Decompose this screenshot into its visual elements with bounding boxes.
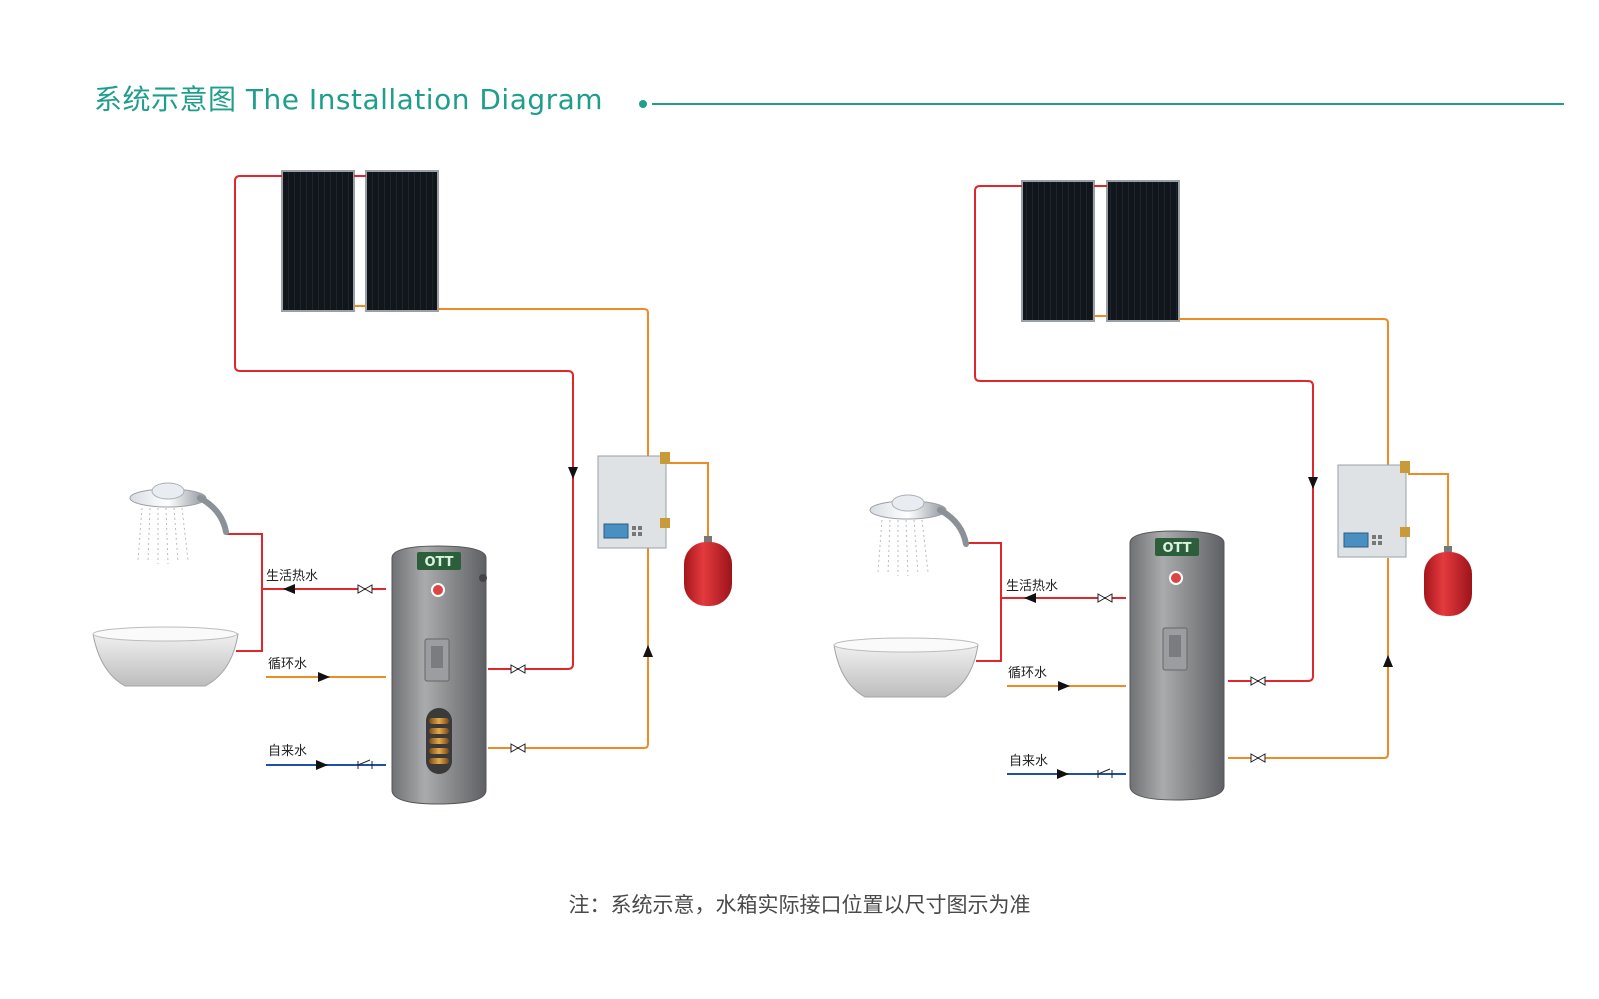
solar-collector-1a [281,170,355,312]
label-circulation-water: 循环水 [268,657,307,672]
pump-station-1 [597,452,670,549]
shower-head-icon [129,482,229,565]
solar-collector-2b [1106,180,1180,322]
shower-head-icon [869,494,969,577]
pump-station-2 [1337,461,1410,558]
tank-brand: OTT [424,555,453,570]
flow-arrow [1024,593,1036,603]
label-circulation-water: 循环水 [1008,666,1047,681]
tank-brand: OTT [1162,541,1191,556]
flow-arrow [1057,769,1069,779]
system-2: 生活热水 循环水 自来水 OTT [833,180,1472,801]
label-domestic-hot-water: 生活热水 [266,569,318,584]
bathtub-icon [833,637,979,698]
valve [1097,593,1266,763]
label-tap-water: 自来水 [268,744,307,759]
flow-arrow [568,467,578,479]
flow-arrow [1058,681,1070,691]
page-title: 系统示意图 The Installation Diagram [94,83,604,116]
solar-collector-1b [365,170,439,312]
flow-arrow [318,672,330,682]
heating-coil [429,718,449,764]
check-valve [1097,768,1113,778]
system-1: 生活热水 循环水 自来水 OTT [92,170,732,805]
expansion-vessel-2 [1424,546,1472,616]
solar-collector-2a [1021,180,1095,322]
storage-tank-1: OTT [391,545,487,805]
flow-arrow [1308,477,1318,489]
footnote: 注：系统示意，水箱实际接口位置以尺寸图示为准 [568,893,1031,917]
expansion-vessel-1 [684,536,732,606]
bathtub-icon [92,626,239,687]
label-tap-water: 自来水 [1009,754,1048,769]
header: 系统示意图 The Installation Diagram [94,78,1564,122]
storage-tank-2: OTT [1129,530,1225,801]
return-pipes-2 [1007,318,1449,759]
label-domestic-hot-water: 生活热水 [1006,579,1058,594]
flow-arrow [283,584,295,594]
flow-arrow [643,645,653,657]
title-rule [652,103,1564,105]
flow-arrow [1383,655,1393,667]
flow-arrow [316,760,328,770]
check-valve [357,759,373,769]
title-dot [639,100,647,108]
valve [357,584,526,753]
